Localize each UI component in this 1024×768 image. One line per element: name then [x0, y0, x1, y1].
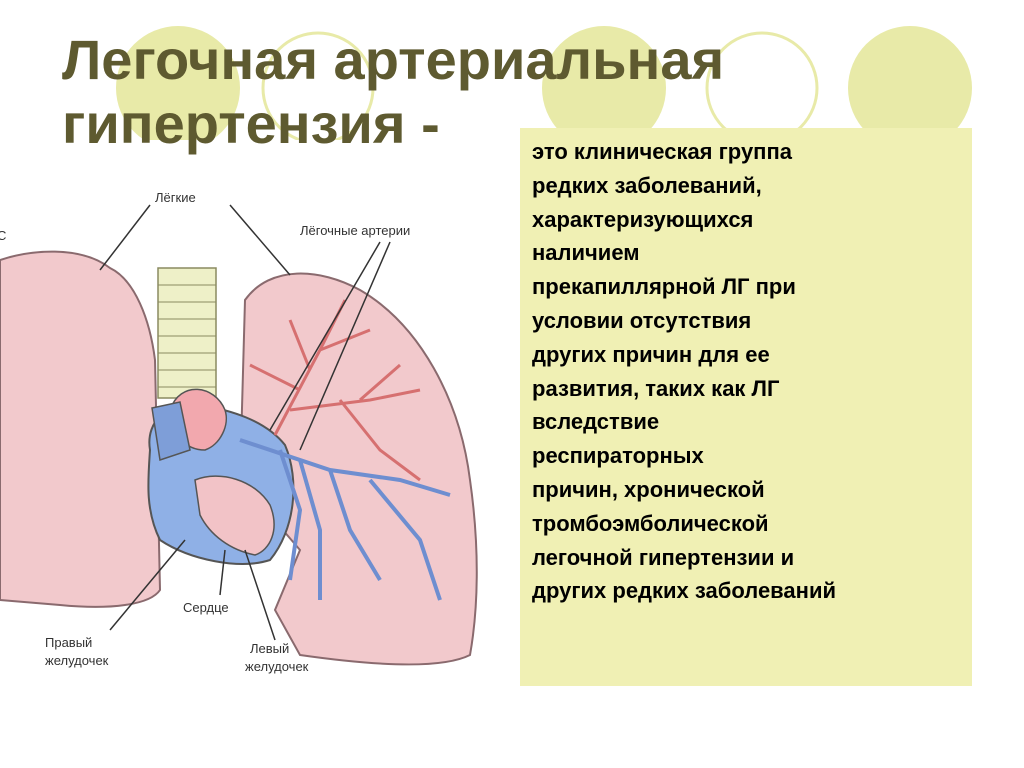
left-lung — [238, 272, 478, 666]
definition-box: это клиническая группа редких заболевани… — [520, 128, 972, 686]
label-left-ventricle-1: Левый — [250, 641, 289, 656]
label-cropped: С — [0, 228, 6, 243]
trachea — [157, 267, 217, 399]
definition-text: это клиническая группа редких заболевани… — [532, 139, 836, 604]
title-line-2: гипертензия - — [62, 92, 440, 155]
pulmonary-arteries-blue — [239, 438, 451, 601]
label-right-ventricle-1: Правый — [45, 635, 92, 650]
label-left-ventricle-2: желудочек — [245, 659, 309, 674]
label-lungs: Лёгкие — [155, 190, 196, 205]
title-line-1: Легочная артериальная — [62, 28, 725, 91]
label-right-ventricle-2: желудочек — [45, 653, 109, 668]
label-heart: Сердце — [183, 600, 229, 615]
decorative-circles — [116, 26, 972, 140]
lung-heart-diagram: Лёгкие Лёгочные артерии Сердце Правый же… — [0, 190, 478, 674]
label-pulmonary-arteries: Лёгочные артерии — [300, 223, 410, 238]
pulmonary-arteries-red — [249, 299, 421, 482]
leader-lines — [99, 204, 391, 641]
right-lung — [0, 250, 162, 608]
slide-title: Легочная артериальная гипертензия - — [62, 28, 724, 156]
